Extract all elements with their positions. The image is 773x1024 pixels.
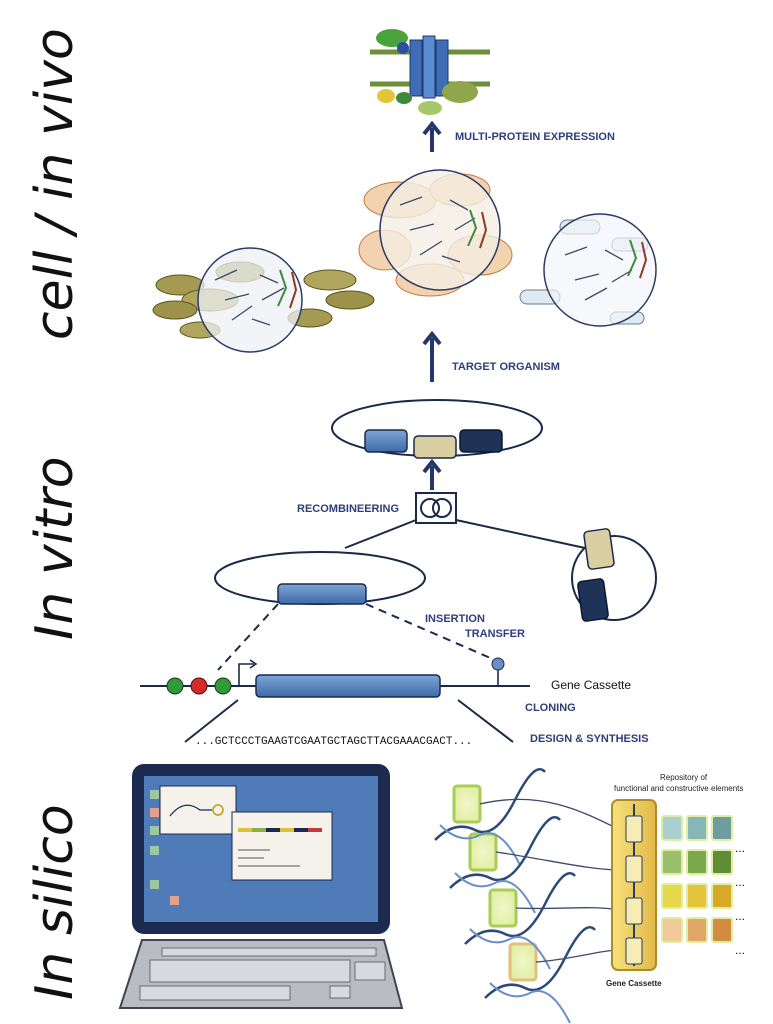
dna-sequence: ...GCTCCCTGAAGTCGAATGCTAGCTTACGAAACGACT.…	[195, 736, 472, 748]
plasmid-right-cassette-navy	[577, 578, 609, 622]
cassette-navy	[459, 429, 503, 453]
side-label-cell-in-vivo: cell / in vivo	[25, 28, 85, 340]
plasmid-right	[571, 535, 657, 621]
computer-keyboard	[118, 939, 404, 1009]
label-multi-protein-expression: MULTI-PROTEIN EXPRESSION	[455, 131, 615, 143]
cassette-tan	[413, 435, 457, 459]
arrow-recombineering	[422, 458, 442, 490]
label-target-organism: TARGET ORGANISM	[452, 361, 560, 373]
label-recombineering: RECOMBINEERING	[297, 503, 399, 515]
label-transfer: TRANSFER	[465, 628, 525, 640]
repository-element-2-0	[661, 883, 683, 909]
ellipsis-row-4: ...	[735, 943, 745, 957]
arrow-target-organism	[422, 330, 442, 382]
plasmid-right-cassette-tan	[583, 528, 615, 570]
membrane-protein-icon	[370, 29, 490, 115]
cassette-blue	[364, 429, 408, 453]
side-label-in-silico: In silico	[25, 804, 85, 1000]
repository-element-3-0	[661, 917, 683, 943]
repository-element-0-2	[711, 815, 733, 841]
repository-element-3-2	[711, 917, 733, 943]
repository-element-1-1	[686, 849, 708, 875]
ellipsis-row-3: ...	[735, 909, 745, 923]
gene-cassette-construct	[140, 657, 530, 698]
recombineering-box	[415, 492, 457, 524]
label-cloning: CLONING	[525, 702, 576, 714]
repository-element-2-1	[686, 883, 708, 909]
ellipsis-row-1: ...	[735, 841, 745, 855]
repository-element-1-2	[711, 849, 733, 875]
repository-element-2-2	[711, 883, 733, 909]
repository: Repository of functional and constructiv…	[606, 773, 745, 988]
arrow-multi-protein	[422, 120, 442, 152]
repository-element-3-1	[686, 917, 708, 943]
computer-monitor	[132, 764, 390, 934]
repository-element-0-1	[686, 815, 708, 841]
repository-gene-cassette-label: Gene Cassette	[606, 979, 662, 988]
repository-element-1-0	[661, 849, 683, 875]
repository-title-line1: Repository of	[660, 773, 708, 782]
plasmid-left-cassette	[277, 583, 367, 605]
repository-title-line2: functional and constructive elements	[614, 784, 743, 793]
repository-element-0-0	[661, 815, 683, 841]
label-design-synthesis: DESIGN & SYNTHESIS	[530, 733, 649, 745]
ellipsis-row-2: ...	[735, 875, 745, 889]
cell-cluster-center	[358, 169, 513, 297]
side-label-in-vitro: In vitro	[25, 456, 85, 640]
cell-cluster-right	[519, 213, 657, 327]
label-insertion: INSERTION	[425, 613, 485, 625]
dna-elements	[434, 768, 621, 1024]
cell-cluster-left	[152, 247, 375, 353]
repository-grid	[661, 815, 733, 943]
label-gene-cassette: Gene Cassette	[551, 678, 631, 692]
